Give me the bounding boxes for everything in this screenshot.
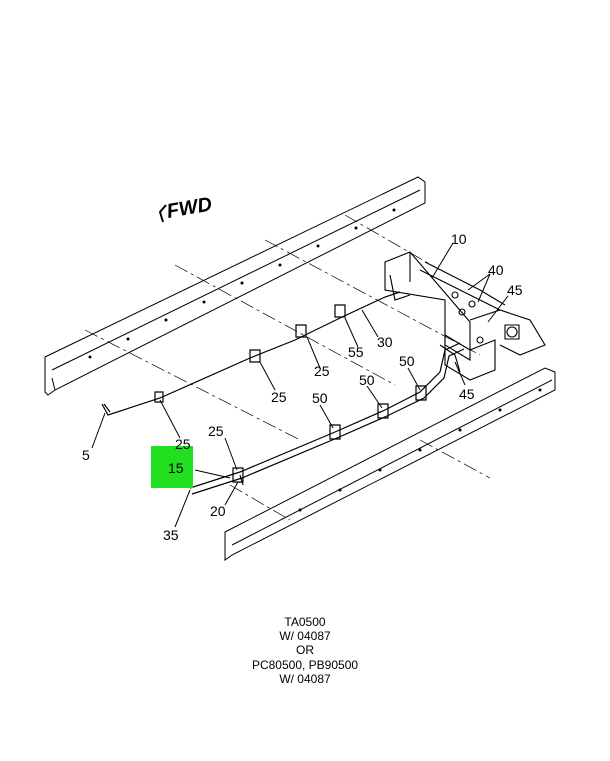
callout-45-bottom: 45 (459, 386, 475, 402)
callout-25-a: 25 (314, 363, 330, 379)
callout-50-a: 50 (312, 390, 328, 406)
callout-25-d: 25 (208, 423, 224, 439)
valve-bracket-assembly (384, 251, 546, 381)
callout-20: 20 (210, 503, 226, 519)
right-brake-lines (189, 342, 465, 495)
callout-40: 40 (488, 262, 504, 278)
caption-line-2: W/ 04087 (279, 629, 331, 644)
callout-50-b: 50 (359, 372, 375, 388)
callout-50-c: 50 (399, 353, 415, 369)
caption-line-5: W/ 04087 (279, 671, 331, 686)
right-frame-rail (224, 367, 556, 561)
callout-35: 35 (163, 527, 179, 543)
callout-55: 55 (348, 344, 364, 360)
callout-25-b: 25 (271, 389, 287, 405)
applicability-caption: TA0500 W/ 04087 OR PC80500, PB90500 W/ 0… (0, 615, 610, 686)
callout-45-top: 45 (507, 282, 523, 298)
caption-line-1: TA0500 (284, 615, 326, 629)
caption-line-4: PC80500, PB90500 (251, 657, 359, 672)
caption-line-3: OR (296, 643, 314, 658)
callout-25-c: 25 (175, 436, 191, 452)
callout-10: 10 (451, 231, 467, 247)
callout-5: 5 (82, 447, 90, 463)
callouts: 10 40 45 30 55 25 25 25 25 50 50 50 45 5… (82, 231, 523, 543)
callout-15: 15 (168, 460, 184, 476)
fwd-label: FWD (165, 193, 214, 223)
centerlines (84, 214, 491, 521)
left-frame-rail (44, 176, 426, 396)
highlight-box (151, 446, 193, 488)
callout-30: 30 (377, 334, 393, 350)
leader-lines (91, 242, 509, 528)
forward-arrow: FWD (158, 193, 214, 223)
